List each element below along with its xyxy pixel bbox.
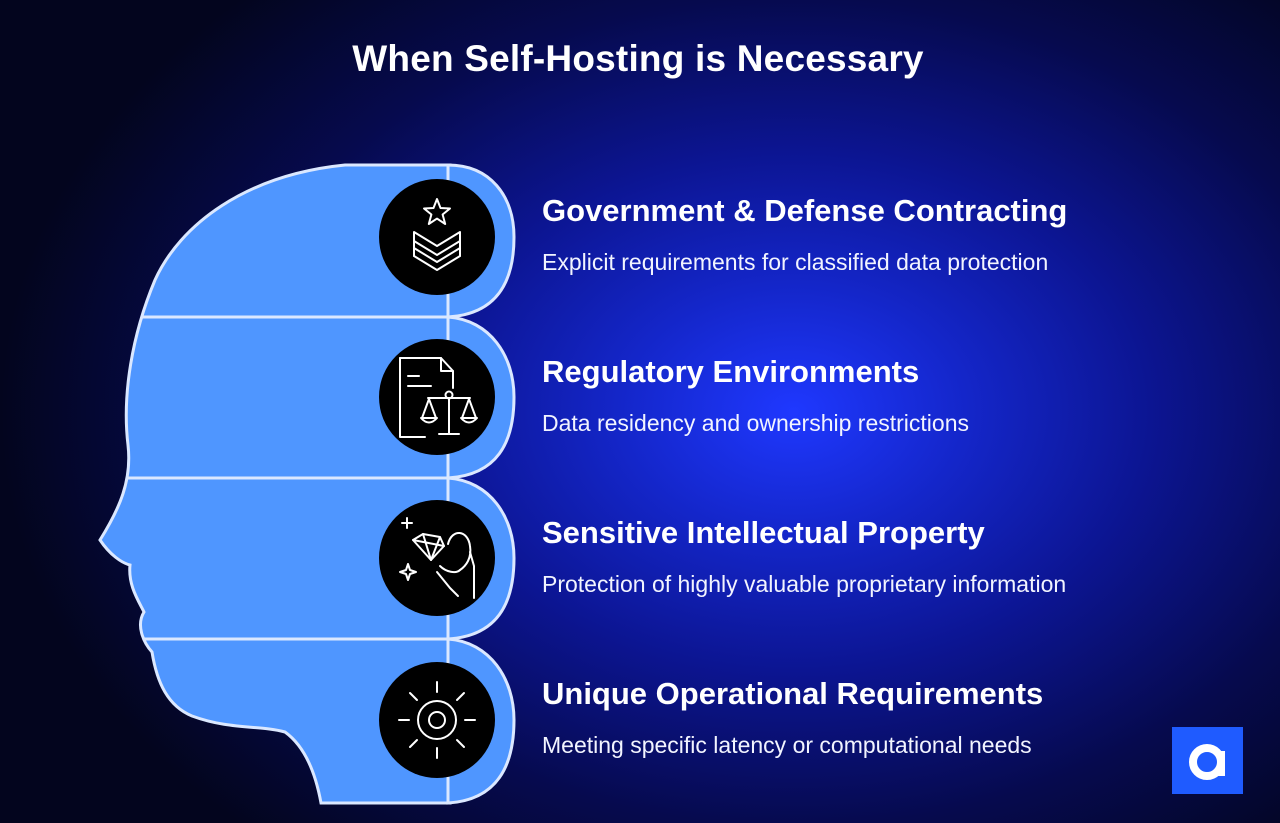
head-silhouette xyxy=(98,163,452,805)
brand-logo xyxy=(1172,727,1243,794)
item-regulatory-environments: Regulatory Environments Data residency a… xyxy=(542,353,1242,438)
item-sensitive-ip: Sensitive Intellectual Property Protecti… xyxy=(542,514,1242,599)
item-description: Explicit requirements for classified dat… xyxy=(542,249,1049,275)
item-title: Regulatory Environments xyxy=(542,354,920,389)
item-title: Sensitive Intellectual Property xyxy=(542,515,985,550)
item-title: Unique Operational Requirements xyxy=(542,676,1044,711)
item-title: Government & Defense Contracting xyxy=(542,193,1068,228)
item-description: Protection of highly valuable proprietar… xyxy=(542,571,1067,597)
item-description: Meeting specific latency or computationa… xyxy=(542,732,1032,758)
item-government-defense: Government & Defense Contracting Explici… xyxy=(542,192,1242,277)
page-title: When Self-Hosting is Necessary xyxy=(352,38,924,79)
hand-holding-diamond-icon xyxy=(379,500,495,616)
gear-sun-icon xyxy=(379,662,495,778)
item-description: Data residency and ownership restriction… xyxy=(542,410,969,436)
item-unique-operational: Unique Operational Requirements Meeting … xyxy=(542,675,1242,760)
document-scales-icon xyxy=(379,339,495,455)
letter-a-logo-icon xyxy=(1189,744,1225,780)
military-rank-chevron-star-icon xyxy=(379,179,495,295)
